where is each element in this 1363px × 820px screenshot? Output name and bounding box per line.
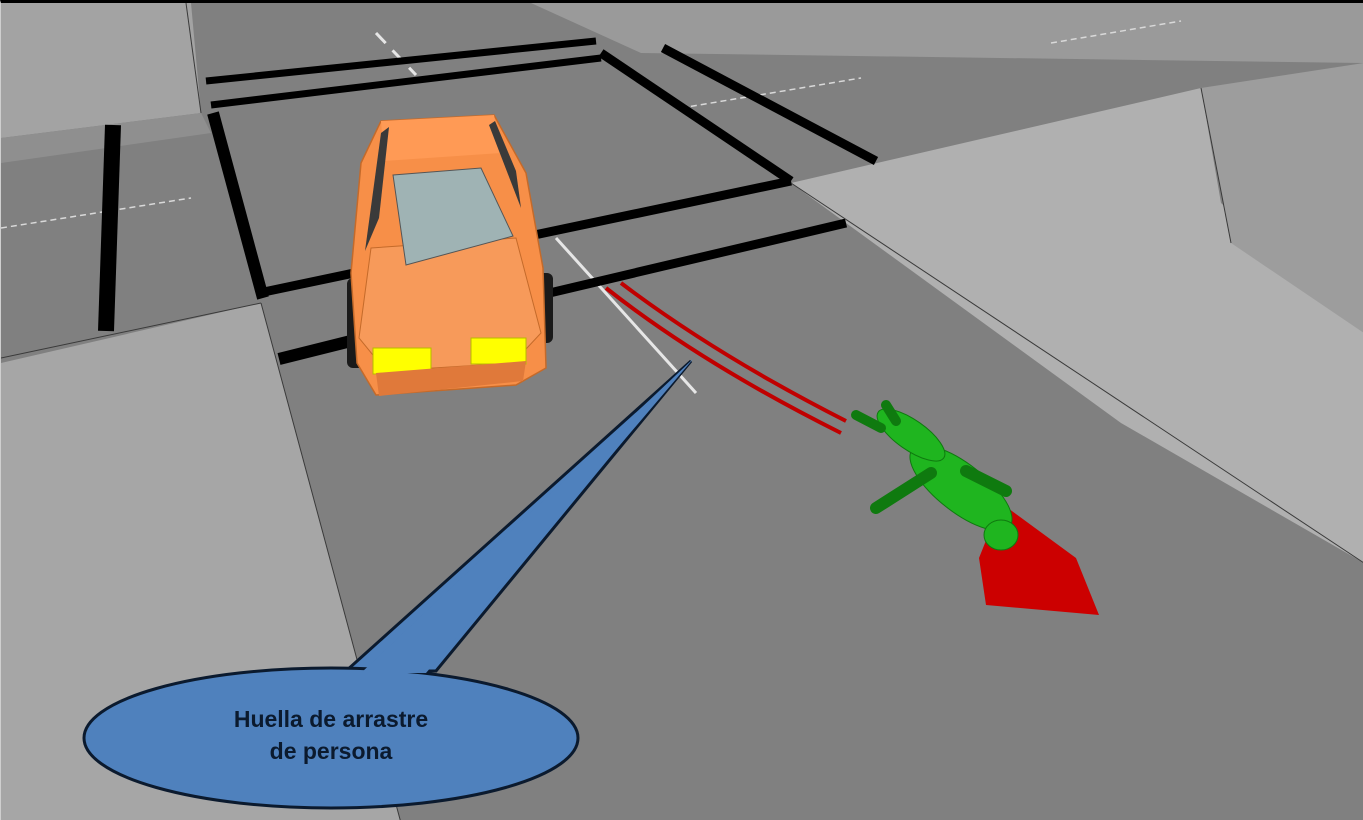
center-dash-top: [374, 31, 418, 77]
drag-trace: [604, 281, 847, 435]
car: [347, 114, 553, 396]
terrain-top-left: [1, 3, 201, 138]
callout-line-2: de persona: [269, 738, 393, 764]
callout-bubble: [82, 358, 694, 810]
accident-scene: [1, 3, 1363, 820]
terrain-top-right: [531, 3, 1363, 63]
lane-dash-left: [1, 197, 192, 229]
center-line: [554, 236, 698, 395]
terrain-right: [791, 88, 1363, 563]
pedestrian-figure: [851, 400, 1019, 551]
lane-dash-top: [680, 77, 862, 109]
terrain-far-right: [1201, 63, 1363, 333]
lane-dash-far: [1050, 20, 1182, 44]
callout-label: Huella de arrastre de persona: [151, 703, 511, 767]
callout-line-1: Huella de arrastre: [233, 706, 429, 732]
